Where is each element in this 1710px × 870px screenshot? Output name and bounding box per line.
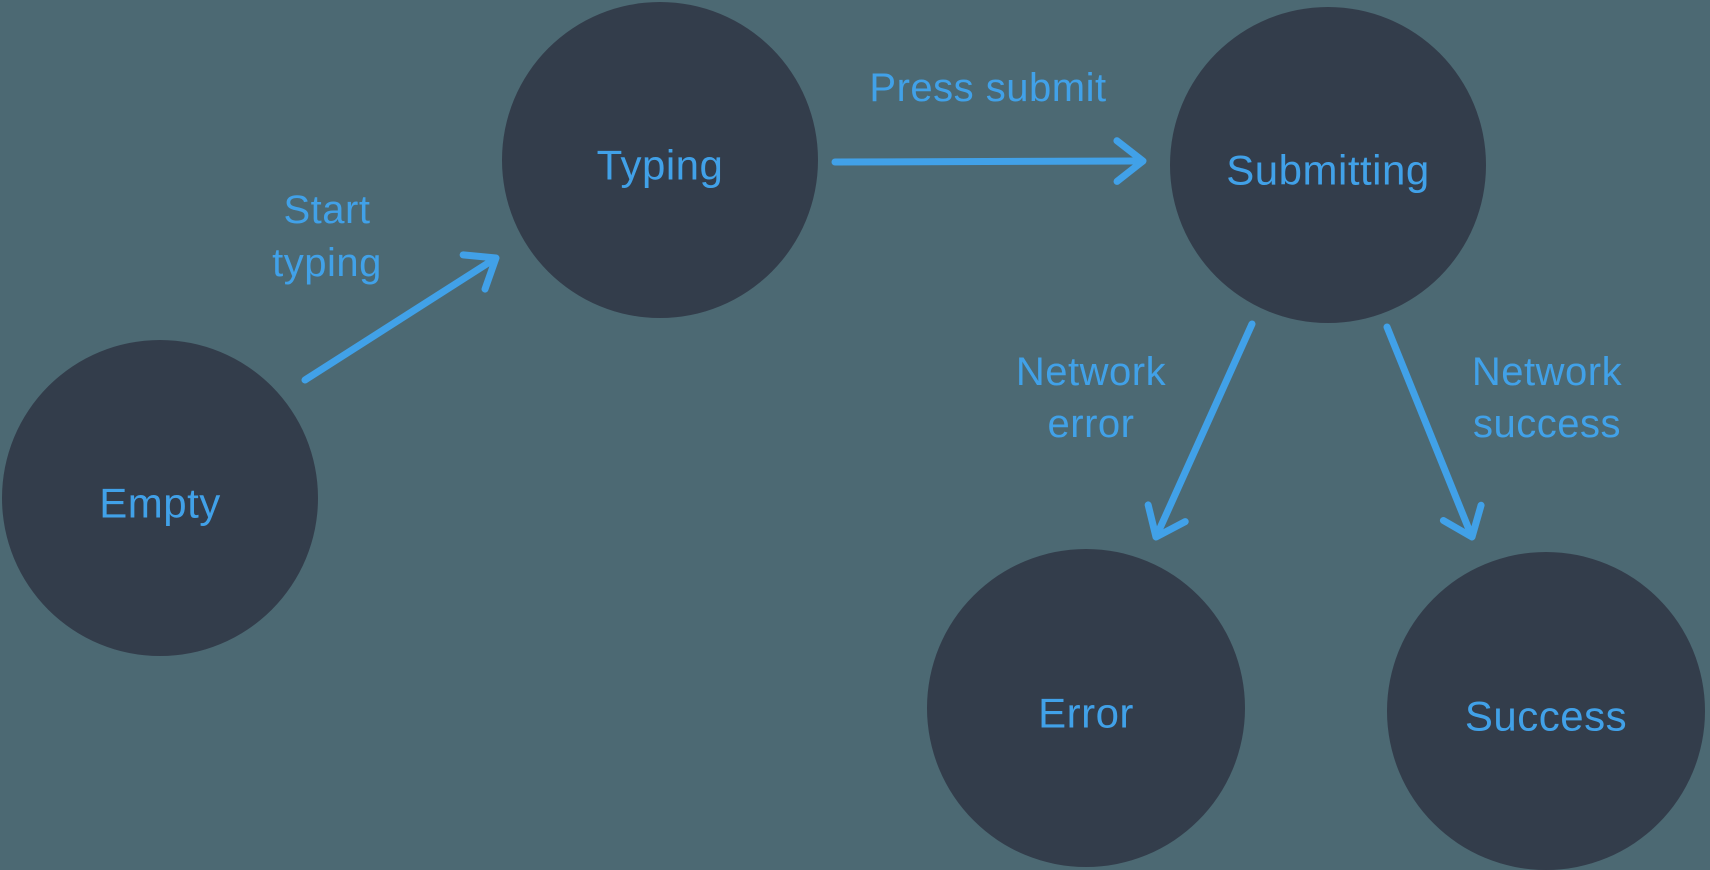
transition-start-typing: Start typing — [272, 188, 500, 384]
transition-label-network-error-line2: error — [1048, 402, 1135, 446]
state-node-typing: Typing — [502, 2, 818, 318]
state-label-typing: Typing — [597, 142, 724, 189]
transition-label-start-typing-line2: typing — [272, 241, 382, 285]
state-label-submitting: Submitting — [1226, 147, 1429, 194]
state-node-error: Error — [927, 549, 1245, 867]
arrowhead-icon — [1144, 501, 1189, 541]
state-circle-typing — [502, 2, 818, 318]
state-node-success: Success — [1387, 552, 1705, 870]
state-circle-success — [1387, 552, 1705, 870]
state-node-submitting: Submitting — [1170, 7, 1486, 323]
arrow-shaft — [831, 157, 1139, 166]
arrow-shaft — [301, 258, 493, 384]
state-circle-submitting — [1170, 7, 1486, 323]
transition-network-success: Network success — [1383, 323, 1623, 541]
state-node-empty: Empty — [2, 340, 318, 656]
state-circle-error — [927, 549, 1245, 867]
transition-label-network-success-line2: success — [1473, 402, 1621, 446]
transition-label-press-submit-line1: Press submit — [869, 66, 1106, 110]
arrow-shaft — [1383, 323, 1473, 534]
state-circle-empty — [2, 340, 318, 656]
state-label-success: Success — [1465, 693, 1627, 740]
arrow-shaft — [1155, 320, 1256, 534]
transition-press-submit: Press submit — [831, 66, 1147, 185]
state-label-empty: Empty — [99, 480, 221, 527]
arrowhead-icon — [1113, 137, 1147, 185]
transition-network-error: Network error — [1016, 320, 1256, 541]
transition-label-network-error-line1: Network — [1016, 350, 1167, 394]
arrowhead-icon — [1439, 501, 1485, 541]
arrowhead-icon — [459, 251, 500, 293]
transition-label-start-typing-line1: Start — [284, 188, 371, 232]
state-label-error: Error — [1038, 690, 1134, 737]
transition-label-network-success-line1: Network — [1472, 350, 1623, 394]
